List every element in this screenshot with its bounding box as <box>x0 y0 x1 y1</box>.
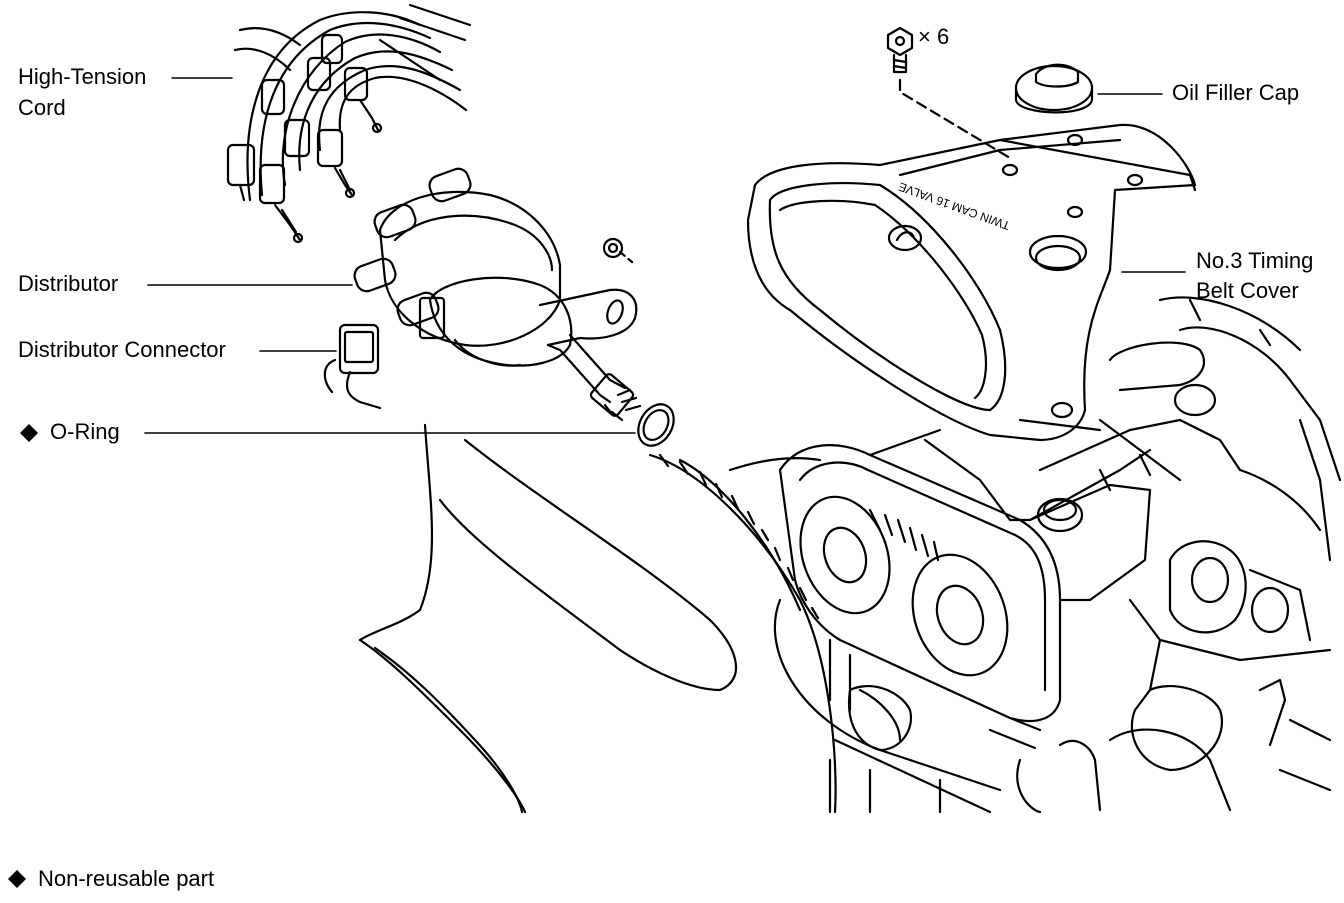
label-o-ring: O-Ring <box>50 419 120 444</box>
leader-lines <box>144 77 1186 434</box>
label-oil-filler-cap: Oil Filler Cap <box>1172 80 1300 105</box>
label-bolt-count: × 6 <box>918 24 950 49</box>
timing-belt-cover-drawing: TWIN CAM 16 VALVE <box>746 123 1197 442</box>
label-distributor: Distributor <box>18 271 119 296</box>
distributor-drawing <box>353 167 642 422</box>
label-high-tension-cord-line1: High-Tension <box>18 64 147 89</box>
legend-non-reusable-part: Non-reusable part <box>38 866 215 891</box>
label-distributor-connector: Distributor Connector <box>18 337 226 362</box>
label-timing-belt-cover-line2: Belt Cover <box>1196 278 1299 303</box>
label-high-tension-cord-line2: Cord <box>18 95 66 120</box>
bolt-drawing <box>886 26 1012 160</box>
cover-logo-text: TWIN CAM 16 VALVE <box>896 179 1011 232</box>
oil-filler-cap-drawing <box>1014 63 1094 114</box>
o-ring-drawing <box>637 403 675 447</box>
engine-block-drawing <box>728 296 1342 814</box>
high-tension-cord-drawing <box>226 3 472 244</box>
fender-and-hose-drawing <box>358 423 942 814</box>
diamond-icon <box>20 424 38 442</box>
label-timing-belt-cover-line1: No.3 Timing <box>1196 248 1314 273</box>
diamond-icon <box>8 870 26 888</box>
distributor-connector-drawing <box>323 323 382 410</box>
